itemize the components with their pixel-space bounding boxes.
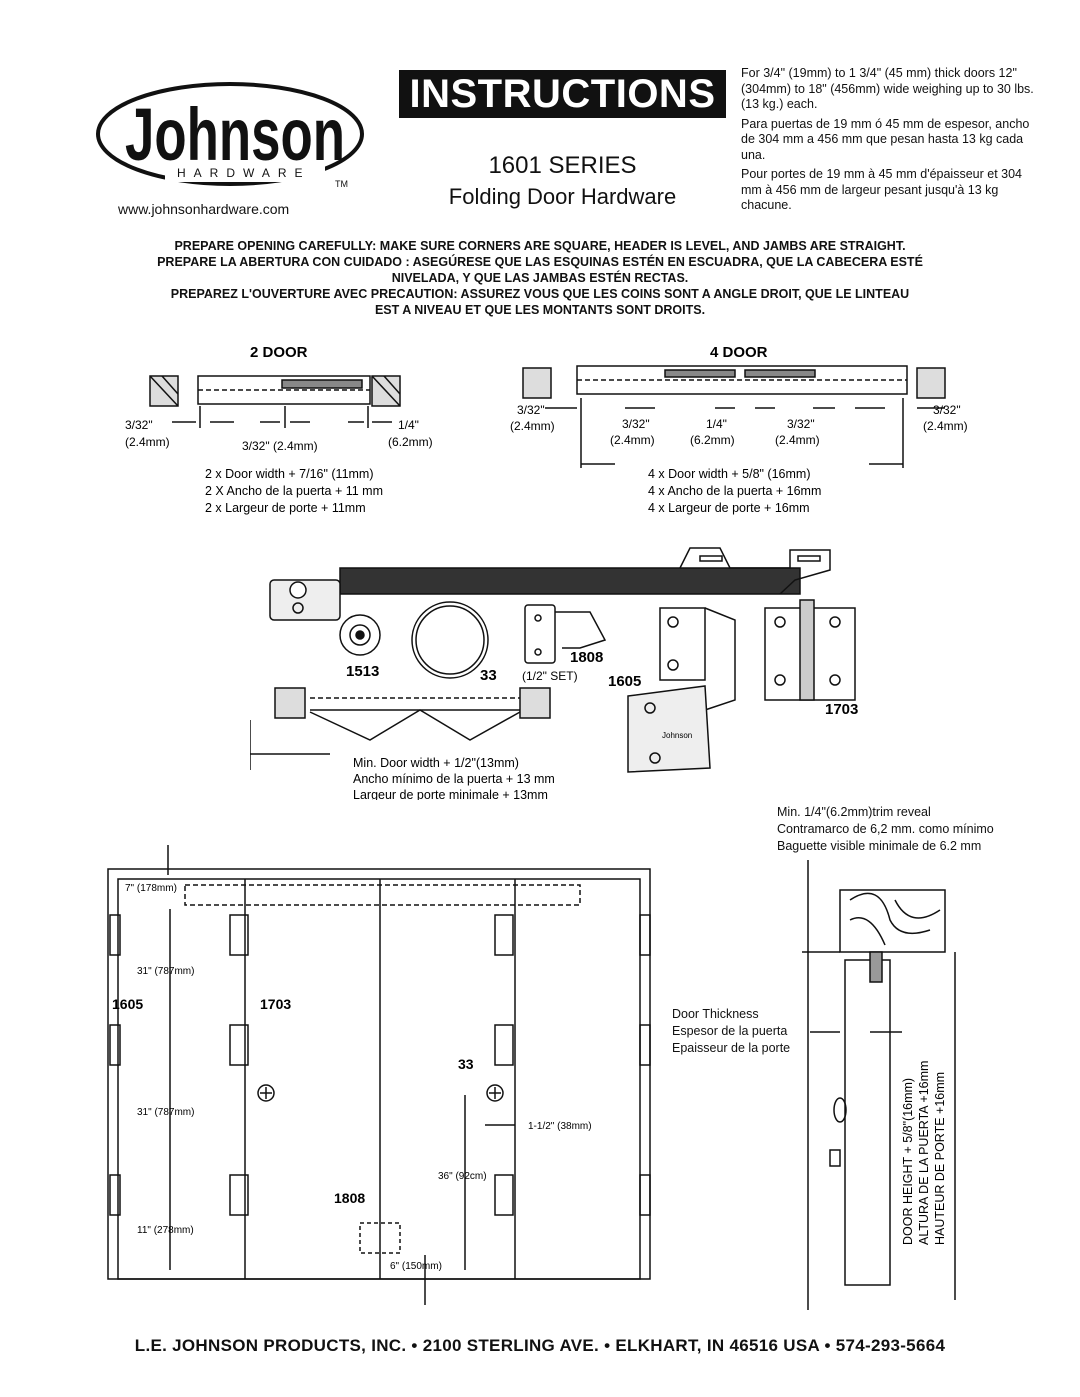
label-1605: 1605	[112, 996, 143, 1012]
two-door-formula-en: 2 x Door width + 7/16" (11mm)	[205, 467, 374, 481]
two-door-formula-es: 2 X Ancho de la puerta + 11 mm	[205, 484, 383, 498]
span-1: 31" (787mm)	[137, 966, 194, 977]
trim-reveal: Min. 1/4"(6.2mm)trim reveal Contramarco …	[777, 804, 994, 855]
four-door-diagram: 4 DOOR 3/32" (2.4mm) 3/32" (2.4mm) 1/4" …	[510, 344, 968, 515]
spec-es: Para puertas de 19 mm ó 45 mm de espesor…	[741, 116, 1030, 162]
plate-brand: Johnson	[662, 731, 692, 740]
height-en: DOOR HEIGHT + 5/8"(16mm)	[901, 1078, 915, 1245]
label-1703: 1703	[260, 996, 291, 1012]
top-offset: 7" (178mm)	[125, 883, 177, 894]
prepare-fr-1: PREPAREZ L'OUVERTURE AVEC PRECAUTION: AS…	[170, 287, 910, 301]
trim-es: Contramarco de 6,2 mm. como mínimo	[777, 822, 994, 836]
two-door-gap-mid: 3/32" (2.4mm)	[242, 439, 318, 453]
parts-illustration: 1513 33 1808 (1/2" SET) 1605 1703 Johnso…	[250, 547, 858, 800]
knob-offset: 1-1/2" (38mm)	[528, 1121, 592, 1132]
knob-height: 36" (92cm)	[438, 1171, 487, 1182]
two-door-gap-right-mm: (6.2mm)	[388, 435, 433, 449]
height-fr: HAUTEUR DE PORTE +16mm	[933, 1072, 947, 1245]
two-door-formula-fr: 2 x Largeur de porte + 11mm	[205, 501, 366, 515]
two-door-gap-right: 1/4"	[398, 418, 419, 432]
four-door-gap-a: 3/32"	[517, 403, 545, 417]
part-1808-label: 1808	[570, 649, 603, 666]
specifications: For 3/4" (19mm) to 1 3/4" (45 mm) thick …	[741, 66, 1041, 218]
johnson-logo: Johnson HARDWARE TM	[96, 82, 364, 189]
two-door-title: 2 DOOR	[250, 344, 308, 361]
series-title: 1601 SERIES	[488, 152, 637, 179]
part-1605-label: 1605	[608, 673, 641, 690]
four-door-title: 4 DOOR	[710, 344, 768, 361]
min-width-en: Min. Door width + 1/2"(13mm)	[353, 756, 519, 770]
spec-fr: Pour portes de 19 mm à 45 mm d'épaisseur…	[741, 167, 1023, 212]
part-1513-label: 1513	[346, 663, 379, 680]
brand-sub: HARDWARE	[177, 166, 311, 180]
four-door-gap-b: 3/32"	[622, 417, 650, 431]
prepare-es-2: NIVELADA, Y QUE LAS JAMBAS ESTÉN RECTAS.	[391, 271, 689, 285]
four-door-gap-d-mm: (2.4mm)	[775, 433, 820, 447]
four-door-gap-e-mm: (2.4mm)	[923, 419, 968, 433]
min-width-es: Ancho mínimo de la puerta + 13 mm	[353, 772, 555, 786]
four-door-gap-d: 3/32"	[787, 417, 815, 431]
two-door-gap-left: 3/32"	[125, 418, 153, 432]
min-width-fr: Largeur de porte minimale + 13mm	[353, 788, 548, 800]
prepare-en: PREPARE OPENING CAREFULLY: MAKE SURE COR…	[174, 239, 906, 253]
thickness-en: Door Thickness	[672, 1007, 759, 1021]
bottom-gap: 6" (150mm)	[390, 1261, 442, 1272]
instructions-banner: INSTRUCTIONS	[399, 70, 726, 118]
bottom-offset: 11" (278mm)	[137, 1225, 194, 1236]
trademark: TM	[335, 179, 348, 189]
label-33: 33	[458, 1056, 474, 1072]
elevation-diagram: 7" (178mm) 31" (787mm) 31" (787mm) 11" (…	[107, 845, 651, 1305]
four-door-formula-fr: 4 x Largeur de porte + 16mm	[648, 501, 810, 515]
height-es: ALTURA DE LA PUERTA +16mm	[917, 1061, 931, 1245]
spec-en: For 3/4" (19mm) to 1 3/4" (45 mm) thick …	[741, 66, 1034, 111]
section-diagram: DOOR HEIGHT + 5/8"(16mm) ALTURA DE LA PU…	[802, 860, 956, 1310]
four-door-formula-en: 4 x Door width + 5/8" (16mm)	[648, 467, 810, 481]
door-thickness: Door Thickness Espesor de la puerta Epai…	[672, 1006, 790, 1057]
product-title: Folding Door Hardware	[448, 184, 677, 209]
two-door-gap-left-mm: (2.4mm)	[125, 435, 170, 449]
four-door-gap-b-mm: (2.4mm)	[610, 433, 655, 447]
four-door-gap-c: 1/4"	[706, 417, 727, 431]
part-1808-set: (1/2" SET)	[522, 669, 578, 683]
four-door-gap-e: 3/32"	[933, 403, 961, 417]
website: www.johnsonhardware.com	[118, 201, 290, 217]
two-door-diagram: 2 DOOR 3/32" (2.4mm) 3/32" (2.4mm) 1/4" …	[125, 344, 433, 515]
label-1808: 1808	[334, 1190, 365, 1206]
four-door-gap-c-mm: (6.2mm)	[690, 433, 735, 447]
prepare-es-1: PREPARE LA ABERTURA CON CUIDADO : ASEGÚR…	[157, 255, 923, 269]
part-1703-label: 1703	[825, 701, 858, 718]
four-door-gap-a-mm: (2.4mm)	[510, 419, 555, 433]
thickness-fr: Epaisseur de la porte	[672, 1041, 791, 1055]
span-2: 31" (787mm)	[137, 1107, 194, 1118]
part-33-label: 33	[480, 667, 497, 684]
trim-fr: Baguette visible minimale de 6.2 mm	[777, 839, 982, 853]
trim-en: Min. 1/4"(6.2mm)trim reveal	[777, 805, 931, 819]
prepare-fr-2: EST A NIVEAU ET QUE LES MONTANTS SONT DR…	[374, 303, 706, 317]
company-address-footer: L.E. JOHNSON PRODUCTS, INC. • 2100 STERL…	[134, 1336, 946, 1355]
four-door-formula-es: 4 x Ancho de la puerta + 16mm	[648, 484, 821, 498]
thickness-es: Espesor de la puerta	[672, 1024, 788, 1038]
prepare-opening-instructions: PREPARE OPENING CAREFULLY: MAKE SURE COR…	[60, 238, 1020, 318]
